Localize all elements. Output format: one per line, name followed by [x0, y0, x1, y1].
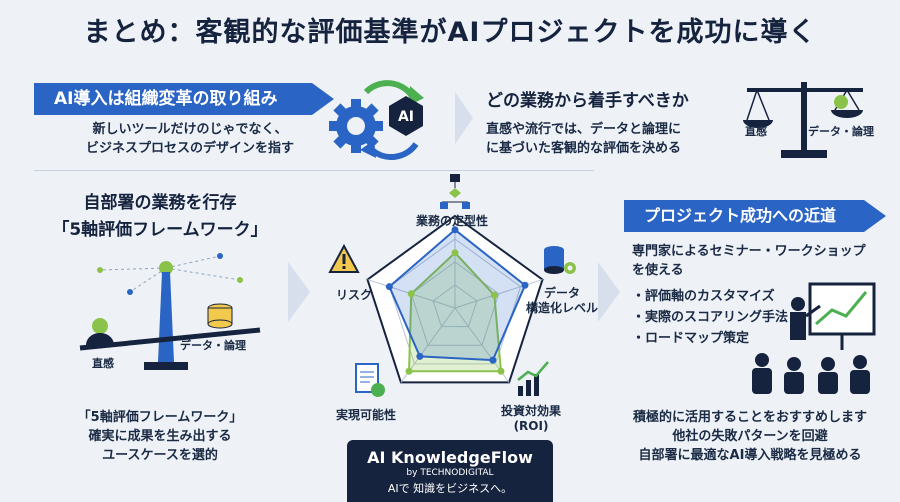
top-right-heading: どの業務から着手すべきか: [486, 91, 689, 111]
cycle-arrow-top: [363, 80, 415, 98]
right-bottom-line1: 積極的に活用することをおすすめします: [632, 410, 867, 425]
brand-name: AI KnowledgeFlow: [367, 448, 533, 467]
radar-label-feasibility: 実現可能性: [335, 408, 396, 422]
top-right-text: 直感や流行では、データと論理に に基づいた客観的な評価を決める: [486, 120, 726, 158]
left-scale-right-label: データ・論理: [180, 339, 246, 352]
radar-point: [385, 283, 393, 291]
radar-point: [489, 356, 497, 364]
left-scale-icon: [79, 253, 261, 370]
right-list: ・評価軸のカスタマイズ ・実際のスコアリング手法 ・ロードマップ策定: [632, 286, 792, 349]
radar-point: [451, 226, 459, 234]
radar-series-green: [408, 251, 503, 373]
warning-icon: [328, 243, 360, 273]
right-bottom-text: 積極的に活用することをおすすめします 他社の失敗パターンを回避 自部署に最適なA…: [610, 408, 890, 465]
top-left-text: 新しいツールだけのじゃでなく、 ビジネスプロセスのデザインを指す: [70, 120, 310, 158]
right-intro-line1: 専門家によるセミナー・ワークショップ: [632, 244, 866, 259]
chevron-right: [598, 262, 620, 322]
radar-ring: [388, 238, 522, 365]
chevron-top: [455, 92, 473, 144]
left-scale-left-label: 直感: [92, 357, 114, 370]
left-bottom-line1: 「5軸評価フレームワーク」: [77, 410, 243, 425]
radar-point: [521, 281, 529, 289]
brand-tagline: AIで 知識をビジネスへ。: [387, 482, 513, 495]
radar-ring: [410, 261, 500, 346]
database-gear-icon: [544, 246, 576, 274]
banner-success-label: プロジェクト成功への近道: [644, 206, 837, 225]
banner-label: AI導入は組織変革の取り組み: [54, 89, 278, 109]
left-heading: 自部署の業務を行存 「5軸評価フレームワーク」: [40, 188, 280, 240]
radar-point: [407, 290, 415, 298]
divider-top: [34, 170, 594, 171]
page-title: まとめ：客観的な評価基準がAIプロジェクトを成功に導く: [83, 17, 817, 48]
document-check-icon: [355, 363, 385, 397]
radar-point: [490, 291, 498, 299]
right-bottom-line2: 他社の失敗パターンを回避: [672, 429, 828, 444]
list-item: ・ロードマップ策定: [632, 331, 750, 346]
radar-point: [405, 367, 413, 375]
top-scale-right-label: データ・論理: [808, 125, 874, 138]
radar-chart: [328, 174, 576, 397]
top-scale-left-label: 直感: [745, 125, 767, 138]
top-left-line1: 新しいツールだけのじゃでなく、: [92, 122, 288, 137]
banner-success-path: プロジェクト成功への近道: [624, 200, 886, 232]
radar-series-blue: [388, 228, 527, 362]
radar-label-roi-line2: (ROI): [513, 419, 549, 433]
balance-scale-icon: [743, 82, 863, 158]
top-right-line1: 直感や流行では、データと論理に: [486, 122, 682, 137]
radar-label-risk: リスク: [335, 288, 372, 302]
radar-points: [385, 226, 529, 375]
left-bottom-line3: ユースケースを選的: [102, 448, 218, 463]
right-bottom-line3: 自部署に最適なAI導入戦略を見極める: [638, 448, 862, 463]
gear-ai-icon: AI: [329, 80, 424, 160]
radar-point: [451, 249, 459, 257]
flowchart-icon: [440, 174, 470, 209]
roi-chart-icon: [517, 361, 549, 396]
banner-ai-transformation: AI導入は組織変革の取り組み: [34, 83, 334, 115]
radar-ring: [432, 284, 478, 328]
radar-label-data: データ 構造化レベル: [522, 286, 602, 316]
gear-shape: [329, 99, 383, 153]
radar-label-roi-line1: 投資対効果: [500, 404, 561, 418]
ai-icon-label: AI: [398, 109, 414, 125]
radar-point: [497, 367, 505, 375]
seminar-presentation-icon: [752, 282, 876, 394]
brand-byline: by TECHNODIGITAL: [406, 468, 494, 478]
right-intro-line2: を使える: [632, 263, 684, 278]
radar-label-routine: 業務の定型性: [415, 214, 488, 228]
top-right-line2: に基づいた客観的な評価を決める: [486, 141, 682, 156]
chevron-left: [288, 262, 310, 322]
left-heading-line1: 自部署の業務を行存: [83, 193, 237, 213]
ai-hex-icon: [389, 96, 423, 136]
top-left-line2: ビジネスプロセスのデザインを指す: [85, 141, 294, 156]
cycle-arrow-bottom: [370, 142, 419, 160]
list-item: ・評価軸のカスタマイズ: [632, 289, 775, 304]
left-bottom-line2: 確実に成果を生み出する: [88, 429, 232, 444]
right-intro: 専門家によるセミナー・ワークショップ を使える: [632, 242, 882, 280]
left-bottom-text: 「5軸評価フレームワーク」 確実に成果を生み出する ユースケースを選的: [40, 408, 280, 465]
left-heading-line2: 「5軸評価フレームワーク」: [52, 220, 268, 240]
radar-point: [416, 352, 424, 360]
brand-footer: AI KnowledgeFlow by TECHNODIGITAL AIで 知識…: [347, 440, 553, 502]
radar-label-roi: 投資対効果 (ROI): [486, 404, 576, 434]
list-item: ・実際のスコアリング手法: [632, 310, 789, 325]
radar-label-data-line2: 構造化レベル: [525, 301, 598, 315]
radar-label-data-line1: データ: [543, 286, 580, 300]
